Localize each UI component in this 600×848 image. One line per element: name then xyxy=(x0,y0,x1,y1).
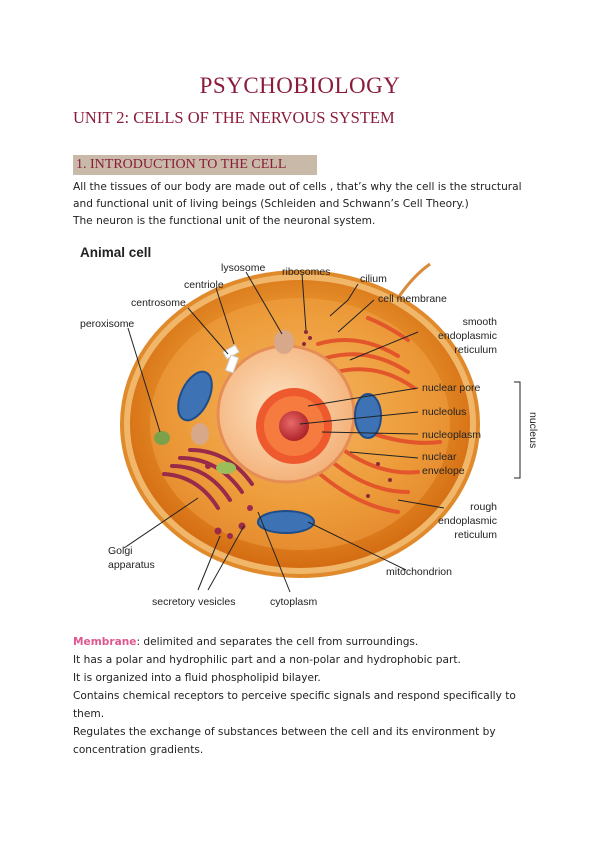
label-lysosome: lysosome xyxy=(221,262,266,274)
intro-paragraph: All the tissues of our body are made out… xyxy=(73,179,533,230)
label-nuclear-envelope-1: nuclear xyxy=(422,451,457,463)
centrosome xyxy=(222,344,240,374)
label-nuclear-pore: nuclear pore xyxy=(422,382,481,394)
membrane-line-4: them. xyxy=(73,708,105,720)
membrane-line-2: It is organized into a fluid phospholipi… xyxy=(73,672,321,684)
peroxisome xyxy=(154,431,170,445)
label-smooth-er-3: reticulum xyxy=(454,344,497,356)
label-rough-er-2: endoplasmic xyxy=(438,515,497,527)
cilium xyxy=(396,262,431,299)
nucleus xyxy=(216,344,356,484)
section-heading: 1. INTRODUCTION TO THE CELL xyxy=(73,155,317,175)
label-nuclear-envelope-2: envelope xyxy=(422,465,465,477)
membrane-line-1: It has a polar and hydrophilic part and … xyxy=(73,654,461,666)
secretory-vesicles xyxy=(205,463,253,539)
mitochondria xyxy=(177,370,382,534)
rough-er xyxy=(318,430,442,514)
label-golgi-1: Golgi xyxy=(108,545,133,557)
label-nucleoplasm: nucleoplasm xyxy=(422,429,481,441)
label-nucleolus: nucleolus xyxy=(422,406,466,418)
figure-title: Animal cell xyxy=(80,245,151,260)
label-centriole: centriole xyxy=(184,279,224,291)
intro-line-1: All the tissues of our body are made out… xyxy=(73,181,522,193)
membrane-definition-text: : delimited and separates the cell from … xyxy=(136,636,419,648)
lysosome-2 xyxy=(191,423,209,445)
label-cytoplasm: cytoplasm xyxy=(270,596,318,608)
intro-line-2: and functional unit of living beings (Sc… xyxy=(73,198,469,210)
label-centrosome: centrosome xyxy=(131,297,186,309)
label-secretory-vesicles: secretory vesicles xyxy=(152,596,235,608)
page-title: PSYCHOBIOLOGY xyxy=(199,73,401,98)
animal-cell-diagram: Animal cell xyxy=(80,245,539,608)
membrane-line-6: concentration gradients. xyxy=(73,744,204,756)
label-mitochondrion: mitochondrion xyxy=(386,566,452,578)
label-rough-er-1: rough xyxy=(470,501,497,513)
leader-lines xyxy=(123,271,521,593)
label-cilium: cilium xyxy=(360,273,387,285)
label-ribosomes: ribosomes xyxy=(282,266,330,278)
label-smooth-er-1: smooth xyxy=(463,316,498,328)
label-golgi-2: apparatus xyxy=(108,559,155,571)
unit-heading: UNIT 2: CELLS OF THE NERVOUS SYSTEM xyxy=(73,108,395,127)
membrane-definition: Membrane: delimited and separates the ce… xyxy=(73,633,533,651)
membrane-term: Membrane xyxy=(73,636,137,648)
golgi-apparatus xyxy=(162,448,254,510)
lysosome xyxy=(274,330,294,354)
membrane-line-5: Regulates the exchange of substances bet… xyxy=(73,726,496,738)
green-vesicle xyxy=(216,462,236,474)
membrane-section: Membrane: delimited and separates the ce… xyxy=(73,633,533,759)
label-rough-er-3: reticulum xyxy=(454,529,497,541)
nucleolus xyxy=(279,411,309,441)
label-smooth-er-2: endoplasmic xyxy=(438,330,497,342)
label-cell-membrane: cell membrane xyxy=(378,293,447,305)
intro-line-3: The neuron is the functional unit of the… xyxy=(73,215,376,227)
label-nucleus: nucleus xyxy=(527,412,539,448)
ribosomes xyxy=(302,330,392,498)
membrane-line-3: Contains chemical receptors to perceive … xyxy=(73,690,516,702)
label-peroxisome: peroxisome xyxy=(80,318,134,330)
